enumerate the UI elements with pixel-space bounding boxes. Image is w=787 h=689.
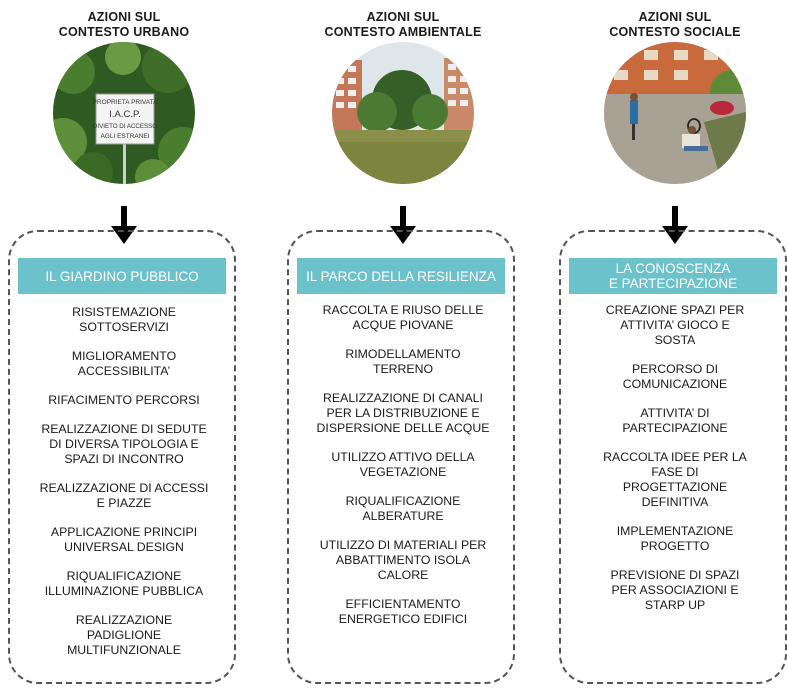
column-banner: IL PARCO DELLA RESILIENZA	[297, 258, 505, 294]
list-item: RIFACIMENTO PERCORSI	[48, 393, 200, 407]
environmental-photo	[332, 42, 474, 184]
sign-line: PROPRIETA PRIVATA	[93, 99, 159, 106]
column-environmental: AZIONI SUL CONTESTO AMBIENTALE IL PARCO	[283, 0, 523, 689]
column-urban: AZIONI SUL CONTESTO URBANO PROPRIETA PRI…	[4, 0, 244, 689]
column-heading: AZIONI SUL CONTESTO SOCIALE	[609, 10, 741, 39]
column-heading: AZIONI SUL CONTESTO AMBIENTALE	[324, 10, 482, 39]
sign-line: I.A.C.P.	[109, 109, 141, 120]
action-box	[559, 230, 787, 684]
sign-line: AGLI ESTRANEI	[100, 133, 149, 140]
social-photo-image	[604, 42, 746, 184]
column-heading: AZIONI SUL CONTESTO URBANO	[58, 10, 190, 39]
social-photo	[604, 42, 746, 184]
environmental-photo-image	[332, 42, 474, 184]
action-box	[287, 230, 515, 684]
urban-photo-image: PROPRIETA PRIVATA I.A.C.P. DIVIETO DI AC…	[53, 42, 195, 184]
column-banner: IL GIARDINO PUBBLICO	[18, 258, 226, 294]
column-social: AZIONI SUL CONTESTO SOCIALE LA C	[555, 0, 787, 689]
urban-photo: PROPRIETA PRIVATA I.A.C.P. DIVIETO DI AC…	[53, 42, 195, 184]
action-box	[8, 230, 236, 684]
sign-line: DIVIETO DI ACCESSO	[93, 123, 157, 130]
